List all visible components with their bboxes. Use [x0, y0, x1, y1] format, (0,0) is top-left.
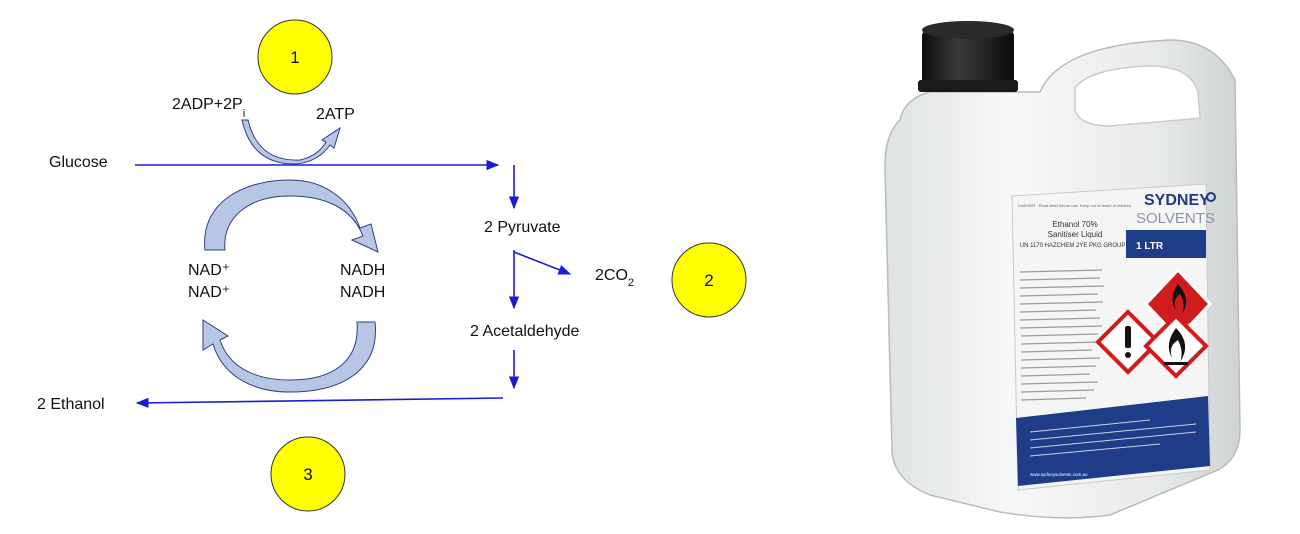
nad-to-nadh-arrow — [204, 179, 379, 253]
step-3-marker: 3 — [270, 436, 346, 512]
to-ethanol-arrow — [135, 397, 504, 408]
flame-icon — [1172, 284, 1187, 314]
bottle-handle-opening — [1074, 65, 1201, 127]
adp-text: 2ADP+2P — [172, 96, 243, 113]
step-2-label: 2 — [704, 271, 713, 290]
step-2-marker: 2 — [671, 242, 747, 318]
product-name-line1: Ethanol 70% — [1052, 220, 1097, 229]
product-label: SYDNEY SOLVENTS DANGER - Read label befo… — [1011, 183, 1216, 491]
step-1-marker: 1 — [257, 19, 333, 95]
volume-text: 1 LTR — [1136, 241, 1164, 252]
label-fine-print — [1019, 269, 1105, 401]
volume-band — [1126, 230, 1206, 258]
brand-logo-icon — [1206, 192, 1216, 202]
exclamation-icon — [1125, 326, 1131, 348]
brand-name-line2: SOLVENTS — [1136, 210, 1215, 227]
atp-label: 2ATP — [316, 106, 355, 123]
adp-subscript: i — [243, 108, 245, 120]
health-hazard-diamond — [1095, 309, 1161, 375]
bottle-cap — [918, 21, 1018, 92]
flame-pictogram-icon — [1168, 328, 1186, 362]
website-text: www.sydneysolvents.com.au — [1030, 472, 1088, 477]
un-hazchem-line: UN 1170 HAZCHEM 2YE PKG GROUP II — [1020, 243, 1131, 249]
co2-text: 2CO — [595, 267, 628, 284]
acetaldehyde-label: 2 Acetaldehyde — [470, 323, 580, 340]
ethanol-bottle-photo: SYDNEY SOLVENTS DANGER - Read label befo… — [884, 21, 1241, 519]
fermentation-pathway-diagram: 1 2 3 2ADP+2Pi 2ATP Glucose 2 Pyruvate 2… — [37, 19, 747, 512]
nad-plus-label-1: NAD⁺ — [188, 262, 230, 279]
nadh-label-2: NADH — [340, 284, 385, 301]
flame-hazard-diamond — [1143, 313, 1209, 379]
product-name-line2: Sanitiser Liquid — [1048, 230, 1103, 239]
ethanol-label: 2 Ethanol — [37, 396, 105, 413]
glucose-label: Glucose — [49, 154, 108, 171]
co2-release-arrow — [513, 251, 572, 275]
co2-label: 2CO2 — [595, 267, 634, 289]
pyruvate-label: 2 Pyruvate — [484, 219, 561, 236]
nadh-label-1: NADH — [340, 262, 385, 279]
step-3-label: 3 — [303, 465, 312, 484]
nadh-to-nad-arrow — [202, 319, 376, 393]
adp-label: 2ADP+2Pi — [172, 96, 245, 120]
brand-name-line1: SYDNEY — [1144, 192, 1210, 209]
label-footer-band — [1016, 396, 1210, 486]
co2-subscript: 2 — [628, 277, 634, 289]
footer-fine-print — [1029, 419, 1197, 457]
nad-plus-label-2: NAD⁺ — [188, 284, 230, 301]
atp-curved-arrow — [241, 119, 341, 165]
step-1-label: 1 — [290, 48, 299, 67]
danger-warning-text: DANGER - Read label before use. Keep out… — [1018, 203, 1131, 208]
